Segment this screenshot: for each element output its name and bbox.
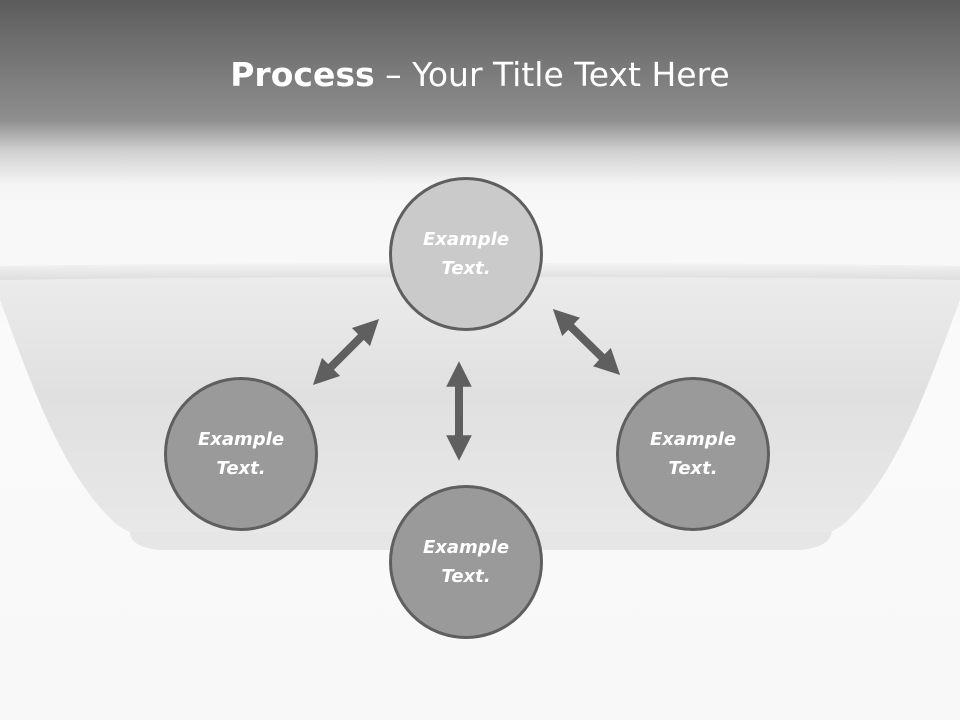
process-node-top: Example Text. [389,177,543,331]
title-band: Process – Your Title Text Here [0,0,960,200]
title-strong-text: Process [230,55,375,94]
title-rest-text: – Your Title Text Here [374,55,730,94]
arrow-top-right [552,309,621,375]
process-node-bottom: Example Text. [389,485,543,639]
slide-title: Process – Your Title Text Here [0,52,960,98]
process-node-right: Example Text. [616,377,770,531]
process-node-left: Example Text. [164,377,318,531]
arrow-top-left [312,318,380,386]
